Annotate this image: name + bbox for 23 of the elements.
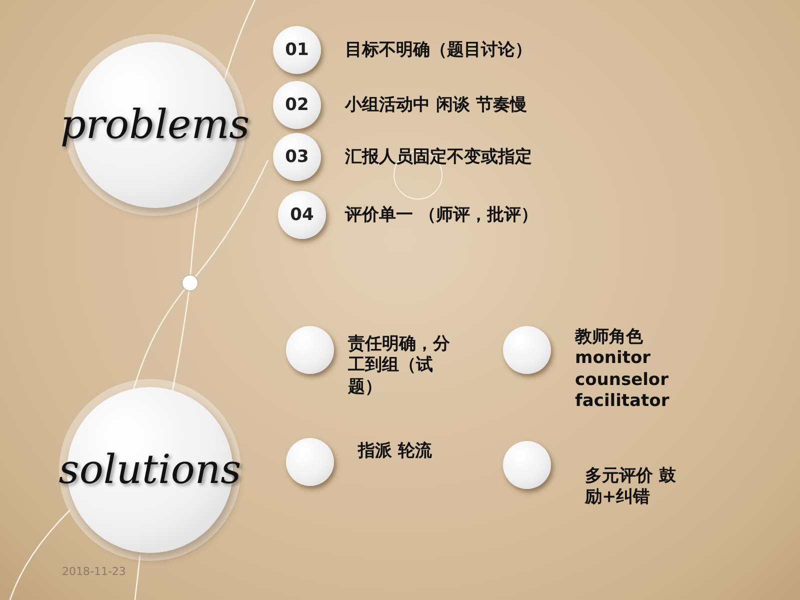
item-number: 02 [285, 95, 309, 115]
item-number: 03 [285, 147, 309, 167]
item-text: 多元评价 鼓励+纠错 [585, 466, 677, 508]
item-text: 小组活动中 闲谈 节奏慢 [345, 95, 528, 116]
number-circle [273, 26, 321, 74]
item-text: 汇报人员固定不变或指定 [345, 147, 533, 168]
date-label: 2018-11-23 [62, 565, 126, 578]
section-title: problems [60, 102, 250, 148]
number-circle [273, 133, 321, 181]
item-text: 指派 轮流 [358, 441, 433, 462]
item-number: 01 [285, 40, 309, 60]
number-circle [278, 191, 326, 239]
bullet-circle [503, 441, 551, 489]
bullet-circle [286, 326, 334, 374]
item-text: 责任明确，分工到组（试题） [348, 334, 451, 398]
number-circle [273, 81, 321, 129]
bullet-circle [286, 438, 334, 486]
item-text: 评价单一 （师评，批评） [345, 205, 539, 226]
section-title: solutions [58, 447, 242, 493]
item-text: 教师角色 monitor counselor facilitator [575, 327, 670, 412]
bullet-circle [503, 326, 551, 374]
item-text: 目标不明确（题目讨论） [345, 40, 533, 62]
item-number: 04 [290, 205, 314, 225]
